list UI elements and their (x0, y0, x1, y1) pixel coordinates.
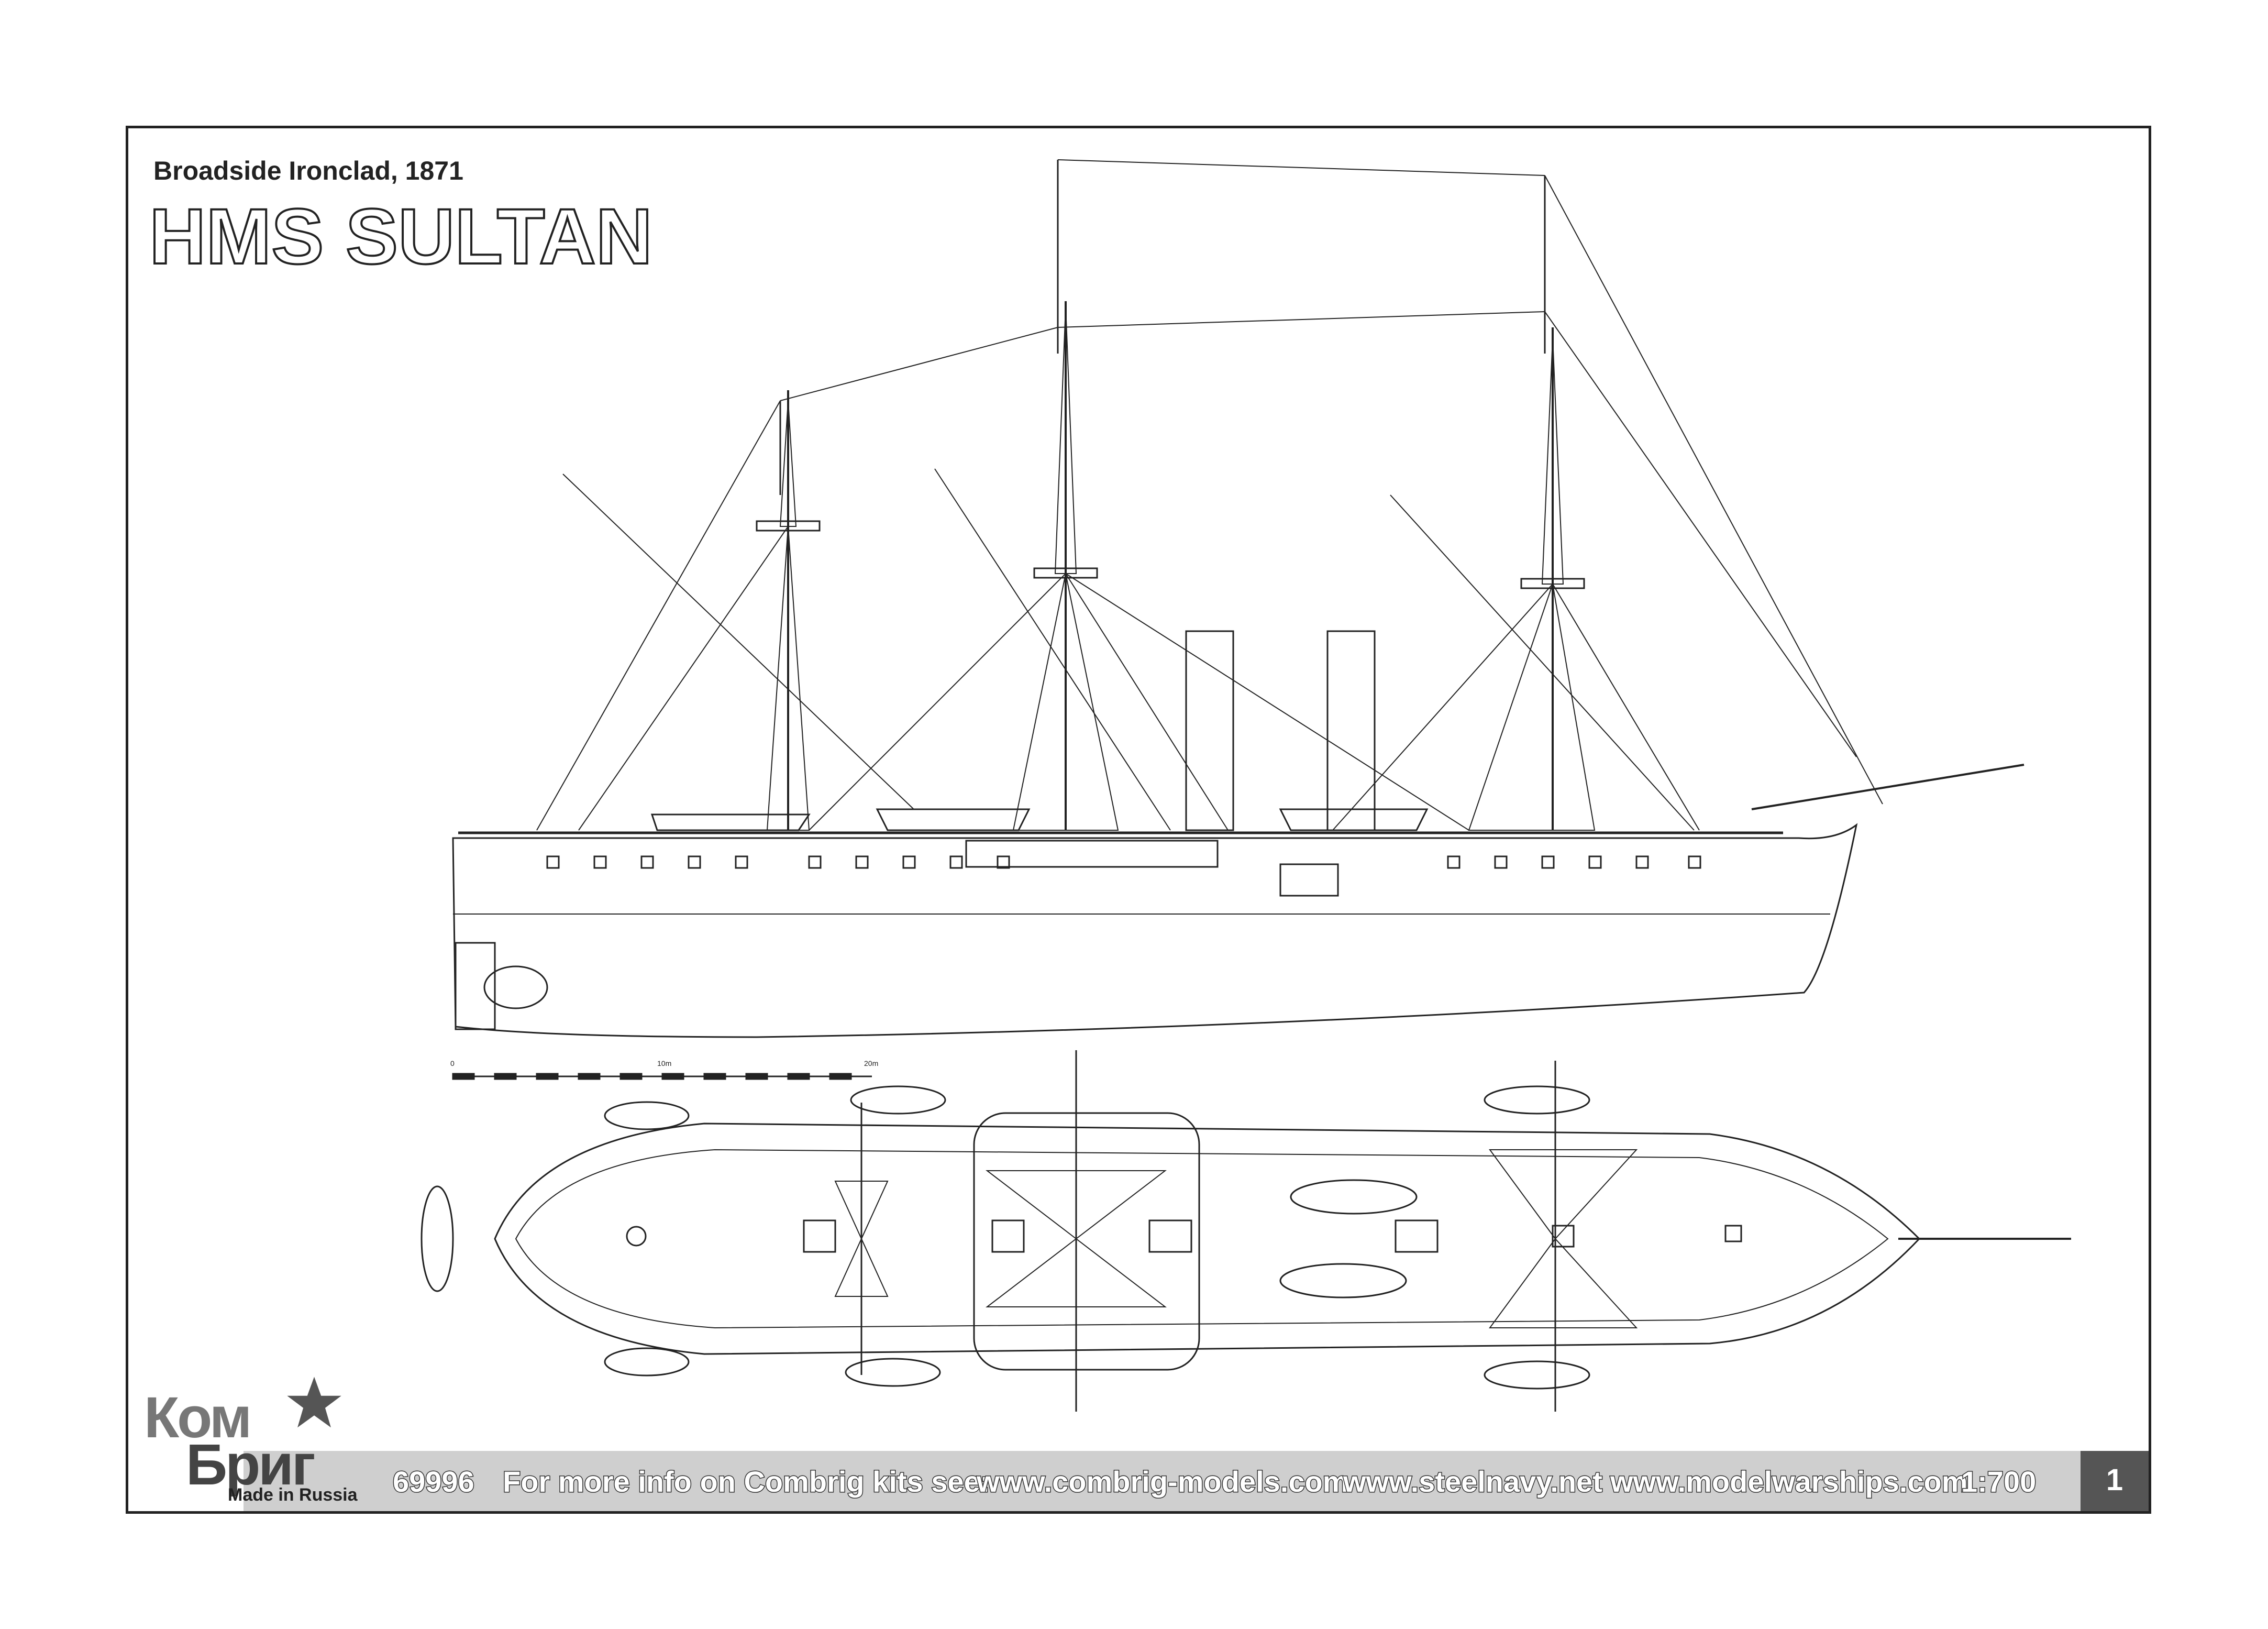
main-shrouds (1012, 573, 1119, 831)
scale-bar (452, 1073, 872, 1080)
propeller (483, 965, 548, 1009)
plan-battery (973, 1112, 1200, 1371)
plan-boat-deck-1 (1290, 1179, 1418, 1215)
ship-title: HMS SULTAN (149, 202, 654, 275)
gun-ports (546, 855, 1701, 869)
aft-funnel (1326, 630, 1376, 831)
battery-gun-port (1279, 863, 1339, 897)
link-combrig[interactable]: www.combrig-models.com (976, 1465, 1349, 1499)
scale-label: 1:700 (1960, 1465, 2037, 1499)
page-number-box: 1 (2081, 1451, 2149, 1511)
plan-boat-2 (850, 1085, 946, 1115)
plan-boat-1 (604, 1101, 690, 1130)
plan-boat-6 (1484, 1360, 1590, 1390)
drawing-sheet: Broadside Ironclad, 1871 HMS SULTAN (126, 126, 2151, 1514)
bowsprit (1751, 764, 2024, 810)
scale-label-10: 10m (657, 1059, 671, 1067)
plan-view (421, 1050, 2071, 1412)
central-battery (965, 840, 1219, 868)
link-steelnavy[interactable]: www.steelnavy.net (1343, 1465, 1603, 1499)
link-modelwarships[interactable]: www.modelwarships.com (1610, 1465, 1969, 1499)
ship-title-text: HMS SULTAN (149, 202, 652, 275)
page-number: 1 (2106, 1463, 2123, 1497)
fore-funnel (1185, 630, 1234, 831)
logo-text-bottom: Бриг (186, 1433, 316, 1497)
logo-text-top: Ком (144, 1385, 252, 1450)
footer-band (244, 1451, 2149, 1511)
star-icon (287, 1377, 341, 1428)
combrig-logo: Ком Бриг Made in Russia (144, 1374, 374, 1505)
deck-boat-aft (1279, 808, 1429, 831)
deck-boat-main (876, 808, 1031, 831)
mizzen-shrouds (1468, 584, 1596, 831)
rudder (455, 942, 496, 1030)
plan-boat-deck-2 (1279, 1263, 1407, 1298)
kit-number: 69996 (392, 1465, 475, 1499)
scale-label-0: 0 (450, 1059, 455, 1067)
footer: 69996 For more info on Combrig kits see:… (128, 1412, 2149, 1511)
hull-outline (452, 823, 1858, 1038)
plan-deck-inner (515, 1149, 1889, 1329)
info-text: For more info on Combrig kits see: (502, 1465, 990, 1499)
side-profile-view (452, 159, 2024, 1038)
plan-boat-stern (421, 1185, 454, 1292)
plan-boat-4 (604, 1347, 690, 1377)
plan-boat-5 (845, 1358, 941, 1387)
deck-boat-fore (650, 813, 811, 831)
plan-boat-3 (1484, 1085, 1590, 1115)
scale-label-20: 20m (864, 1059, 878, 1067)
made-in-russia: Made in Russia (228, 1485, 358, 1505)
ship-subtitle: Broadside Ironclad, 1871 (153, 156, 463, 185)
ship-drawings: 0 10m 20m (421, 159, 2071, 1412)
rigging (536, 159, 1883, 831)
